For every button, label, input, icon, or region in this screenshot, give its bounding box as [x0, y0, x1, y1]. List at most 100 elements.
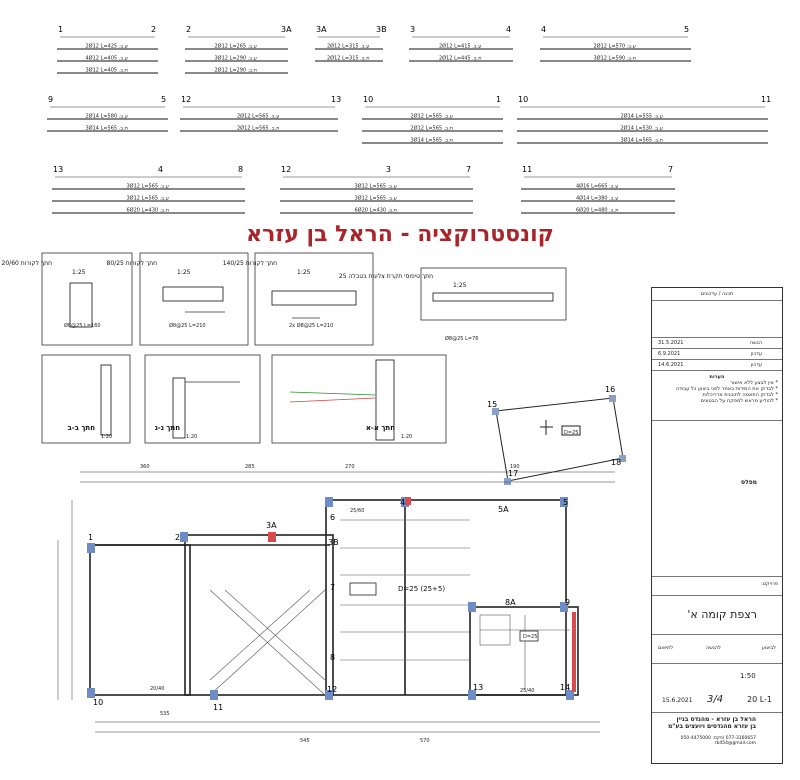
section-rebar-note: 2x Ø8@25 L=210 — [289, 322, 333, 329]
plan-grid-9: 9 — [565, 598, 570, 607]
note-3: * לבדוק התאמה לתוכנית אדריכלות — [702, 392, 778, 398]
beam-grid-left: 13 — [53, 165, 63, 174]
rebar-label: 2Ø12 L=290 .ת.ב — [215, 67, 258, 74]
rotated-slab-plan — [492, 395, 626, 485]
plan-grid-1: 1 — [88, 533, 93, 542]
rebar-label: 3Ø12 L=565 .ע.ב — [127, 183, 169, 190]
firm-line-2: בן עזרא מהנדסים ויועצים בע"מ — [667, 723, 756, 730]
sheet-info-row: 1:50 15.6.2021 3/4 20 L-1 — [652, 664, 782, 713]
plan-slab-label-2: D=25 — [523, 634, 537, 640]
plan-grid-10: 10 — [93, 698, 103, 707]
plan-grid-2: 2 — [175, 533, 180, 542]
beam-grid-mid: 3 — [386, 165, 391, 174]
rebar-label: 3Ø14 L=565 .ת.ב — [621, 137, 664, 144]
section-rebar-note: Ø8@25 L=210 — [169, 322, 206, 329]
grid-17: 17 — [508, 469, 518, 478]
approval-3: לביצוע — [761, 645, 776, 651]
cut-box-1 — [41, 354, 131, 444]
firm-line-1: הראל בן עזרא - מהנדס בניין — [676, 716, 756, 723]
section-title: חתך לקורות 80/25 — [107, 260, 158, 267]
beam-grid-right: 13 — [331, 95, 341, 104]
plan-grid-5: 5 — [563, 498, 568, 507]
beam-grid-right: 7 — [668, 165, 673, 174]
notes-section: הערות * אין לבצע ללא אישור * לבדוק את המ… — [652, 371, 782, 421]
rebar-label: 6Ø20 L=430 .ת.ב — [127, 207, 170, 214]
rebar-label: 2Ø12 L=565 .ת.ב — [411, 125, 454, 132]
rebar-label: 3Ø12 L=590 .ת.ב — [594, 55, 637, 62]
drawing-name-row: רצפת קומה א' — [652, 596, 782, 635]
cut-title: חתך ב-ב — [67, 424, 95, 432]
project-row: פרויקט: — [652, 577, 782, 596]
beam-grid-left: 2 — [186, 25, 191, 34]
revision-row-1: 31.5.2021 הגשה — [652, 338, 782, 349]
rebar-label: 3Ø14 L=565 .ת.ב — [411, 137, 454, 144]
firm-email: rb454@gmail.com — [714, 741, 756, 746]
beam-grid-right: 1 — [496, 95, 501, 104]
rebar-label: 6Ø20 L=480 .ת.ב — [576, 207, 619, 214]
beam-grid-right: 4 — [506, 25, 511, 34]
rebar-label: 3Ø12 L=565 .ע.ב — [355, 195, 397, 202]
section-box-4 — [420, 267, 567, 321]
rebar-label: 2Ø12 L=315 .ע.ב — [327, 43, 369, 50]
beam-grid-left: 10 — [363, 95, 373, 104]
plan-grid-13: 13 — [473, 683, 483, 692]
approval-row: לתיאום להגשה לביצוע — [652, 635, 782, 664]
beam-grid-left: 3 — [410, 25, 415, 34]
beam-grid-left: 9 — [48, 95, 53, 104]
beam-grid-left: 3A — [316, 25, 327, 34]
sheet-value: 3/4 — [707, 694, 724, 705]
approval-2: להגשה — [706, 645, 721, 651]
revision-date: 6.9.2021 — [658, 351, 681, 357]
rebar-label: 4Ø12 L=405 .ע.ב — [86, 55, 128, 62]
plan-grid-8: 8 — [330, 653, 335, 662]
plan-dim: 360 — [140, 464, 150, 470]
plan-dim: 25/60 — [350, 508, 364, 514]
cut-box-3 — [271, 354, 447, 444]
revision-row-3: 14.6.2021 עדכון — [652, 360, 782, 371]
rebar-label: 2Ø12 L=265 .ע.ב — [215, 43, 257, 50]
beam-grid-left: 11 — [522, 165, 532, 174]
plan-slab-label-main: D=25 (25+5) — [398, 585, 445, 593]
plan-grid-11: 11 — [213, 703, 223, 712]
section-box-3 — [254, 252, 374, 346]
note-1: * אין לבצע ללא אישור — [730, 380, 778, 386]
rebar-label: 4Ø16 L=665 .ע.ב — [576, 183, 618, 190]
grid-18: 18 — [611, 458, 621, 467]
plan-grid-6: 6 — [330, 513, 335, 522]
rebar-label: 2Ø12 L=425 .ע.ב — [86, 43, 128, 50]
mapping-label: מפלס — [741, 479, 757, 486]
beam-grid-right: 3A — [281, 25, 292, 34]
beam-grid-right: 7 — [466, 165, 471, 174]
rebar-label: 2Ø12 L=565 .ע.ב — [411, 113, 453, 120]
plan-grid-3B: 3B — [328, 538, 339, 547]
rebar-label: 2Ø14 L=530 .ע.ב — [621, 125, 663, 132]
approval-1: לתיאום — [658, 645, 674, 651]
rebar-label: 2Ø12 L=415 .ע.ב — [439, 43, 481, 50]
beam-grid-right: 5 — [684, 25, 689, 34]
beam-grid-right: 5 — [161, 95, 166, 104]
plan-grid-4: 4 — [400, 498, 405, 507]
plan-dim: 25/40 — [520, 688, 534, 694]
rebar-label: 6Ø20 L=430 .ת.ב — [355, 207, 398, 214]
note-2: * לבדוק את המידות באתר לפני ביצוע כל עבו… — [675, 386, 778, 392]
rotated-slab-label: D=25 — [564, 430, 578, 436]
cut-title: חתך א-א — [366, 424, 395, 432]
plan-grid-3A: 3A — [266, 521, 277, 530]
page-title: קונסטרוקציה - הראל בן עזרא — [246, 222, 554, 247]
firm-phone: 077-3160657 /פקס: 050-4475000 — [680, 736, 756, 741]
plan-dim: 545 — [300, 738, 310, 744]
section-scale: 1:25 — [453, 282, 467, 289]
section-scale: 1:25 — [297, 269, 311, 276]
project-label: פרויקט: — [761, 581, 778, 587]
